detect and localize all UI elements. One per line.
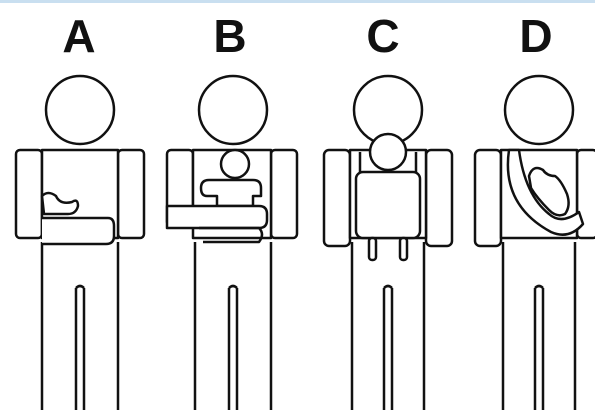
baby-leg-right-shape <box>400 238 407 260</box>
left-arm-shape <box>16 150 42 238</box>
left-arm-shape <box>475 150 501 246</box>
panel-b: B <box>155 0 305 417</box>
right-arm-shape <box>118 150 144 238</box>
head-shape <box>505 76 573 144</box>
front-carrier-icon <box>308 0 458 417</box>
baby-head-shape <box>221 150 249 178</box>
right-arm-shape <box>426 150 452 246</box>
head-shape <box>199 76 267 144</box>
sling-carrier-icon <box>461 0 595 417</box>
carrier-pouch-shape <box>356 172 420 238</box>
baby-leg-left-shape <box>369 238 376 260</box>
supporting-arm-shape <box>167 206 267 228</box>
right-arm-shape <box>271 150 297 238</box>
legs-shape <box>195 242 271 410</box>
legs-shape <box>352 242 424 410</box>
head-shape <box>46 76 114 144</box>
cradling-arm-shape <box>42 218 114 244</box>
panel-c: C <box>308 0 458 417</box>
legs-shape <box>503 242 575 410</box>
panel-a: A <box>4 0 154 417</box>
cradle-hold-icon <box>4 0 154 417</box>
upright-hold-icon <box>155 0 305 417</box>
left-arm-shape <box>324 150 350 246</box>
legs-shape <box>42 242 118 410</box>
baby-head-shape <box>370 134 406 170</box>
panel-d: D <box>461 0 595 417</box>
